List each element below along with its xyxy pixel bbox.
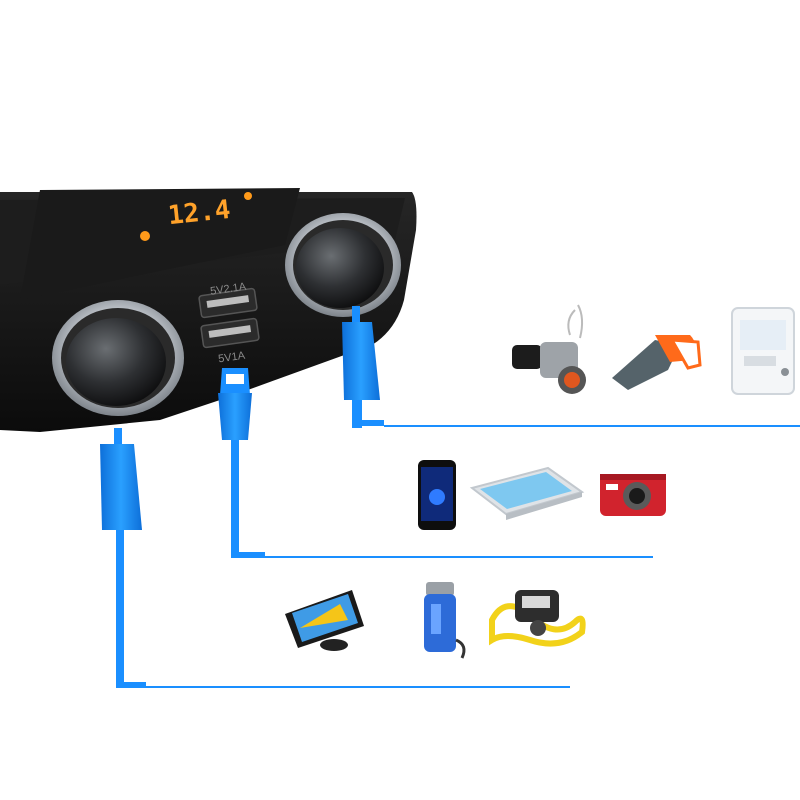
digital-display-panel — [20, 188, 300, 300]
usb-label-top: 5V2.1A — [209, 281, 247, 298]
socket-bottom-left — [52, 300, 184, 416]
cigarette-lighter-icon — [512, 304, 586, 394]
usb-port-top — [198, 287, 258, 319]
car-charger-splitter: 12.4 5V2.1A 5V1A — [0, 188, 417, 432]
display-led-right — [244, 192, 252, 200]
gps-navigator-icon — [285, 590, 364, 651]
camera-icon — [600, 474, 666, 516]
smartphone-icon — [418, 460, 456, 530]
tablet-icon — [469, 466, 585, 520]
handheld-vacuum-icon — [612, 335, 702, 390]
usb-port-bottom — [200, 317, 260, 349]
display-led-left — [140, 231, 150, 241]
voltage-readout: 12.4 — [167, 195, 232, 231]
socket-top-right — [285, 213, 401, 317]
mini-fridge-icon — [731, 307, 795, 395]
travel-kettle-icon — [424, 582, 466, 659]
cable-socket-left — [100, 428, 570, 688]
air-compressor-icon — [489, 590, 586, 647]
usb-label-bottom: 5V1A — [217, 350, 246, 366]
cable-usb — [218, 368, 653, 558]
cable-socket-right — [342, 306, 800, 428]
